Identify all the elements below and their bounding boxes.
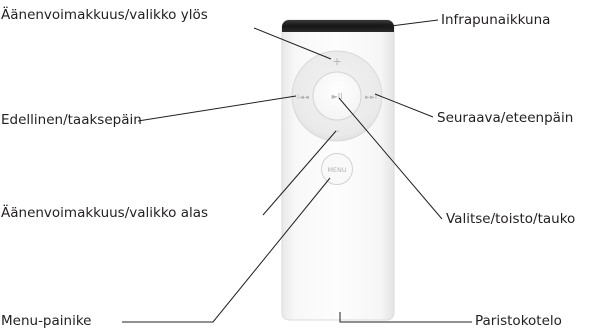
leader-select bbox=[338, 97, 443, 220]
infrared-window-band bbox=[282, 20, 394, 32]
next-icon[interactable]: ►►I bbox=[365, 93, 377, 101]
label-volume-down-menu-down: Äänenvoimakkuus/valikko alas bbox=[1, 205, 209, 221]
leader-volume-up bbox=[253, 27, 332, 60]
leader-menu bbox=[122, 177, 331, 323]
label-select-play-pause: Valitse/toisto/tauko bbox=[446, 211, 576, 227]
leader-previous bbox=[137, 95, 297, 122]
leader-next bbox=[374, 93, 434, 118]
play-pause-icon[interactable]: ►II bbox=[332, 92, 343, 101]
label-previous-rewind: Edellinen/taaksepäin bbox=[1, 112, 142, 128]
label-volume-up-menu-up: Äänenvoimakkuus/valikko ylös bbox=[1, 7, 208, 23]
volume-down-icon[interactable]: – bbox=[334, 124, 340, 137]
select-button[interactable] bbox=[312, 71, 362, 121]
label-battery-compartment: Paristokotelo bbox=[475, 313, 562, 329]
menu-button-text: MENU bbox=[327, 166, 347, 174]
previous-icon[interactable]: I◄◄ bbox=[297, 93, 309, 101]
navigation-ring[interactable]: + – I◄◄ ►►I ►II bbox=[291, 50, 383, 142]
leader-infrared bbox=[382, 19, 439, 28]
volume-up-icon[interactable]: + bbox=[332, 55, 341, 68]
leader-battery bbox=[339, 312, 472, 323]
menu-button[interactable]: MENU bbox=[321, 153, 353, 185]
leader-lines bbox=[122, 19, 472, 323]
label-menu-button: Menu-painike bbox=[1, 313, 92, 329]
leader-volume-down bbox=[262, 130, 337, 216]
label-infrared-window: Infrapunaikkuna bbox=[441, 12, 551, 28]
label-next-fast-forward: Seuraava/eteenpäin bbox=[437, 110, 574, 126]
